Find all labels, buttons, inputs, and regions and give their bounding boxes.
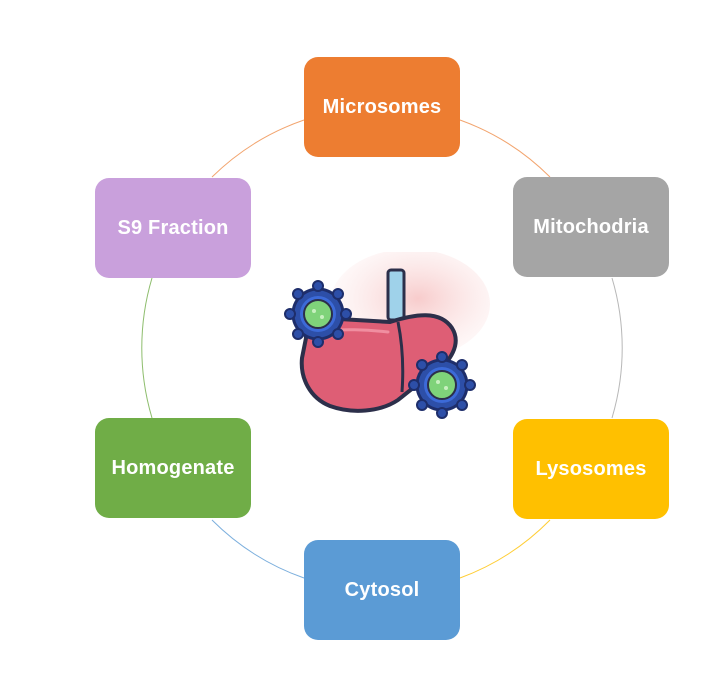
vessel-icon	[386, 268, 406, 322]
arc-homogenate-s9	[141, 277, 153, 419]
node-label: Lysosomes	[535, 457, 647, 480]
arc-microsomes-mitochondria	[459, 119, 551, 178]
node-mitochondria: Mitochodria	[513, 177, 669, 277]
node-lysosomes: Lysosomes	[513, 419, 669, 519]
node-label: S9 Fraction	[117, 216, 229, 239]
liver-lobe-line	[396, 321, 405, 393]
node-microsomes: Microsomes	[304, 57, 460, 157]
node-label: Mitochodria	[533, 215, 649, 238]
node-cytosol: Cytosol	[304, 540, 460, 640]
node-s9-fraction: S9 Fraction	[95, 178, 251, 278]
arc-cytosol-homogenate	[211, 519, 305, 579]
arc-lysosomes-cytosol	[459, 519, 551, 579]
node-label: Microsomes	[322, 95, 442, 118]
liver-with-virus-icon	[280, 249, 490, 427]
arc-mitochondria-lysosomes	[611, 277, 623, 419]
virus-icon	[284, 280, 352, 348]
virus-icon	[408, 351, 476, 419]
arc-s9-microsomes	[211, 119, 305, 178]
node-label: Homogenate	[111, 456, 235, 479]
node-label: Cytosol	[344, 578, 420, 601]
node-homogenate: Homogenate	[95, 418, 251, 518]
